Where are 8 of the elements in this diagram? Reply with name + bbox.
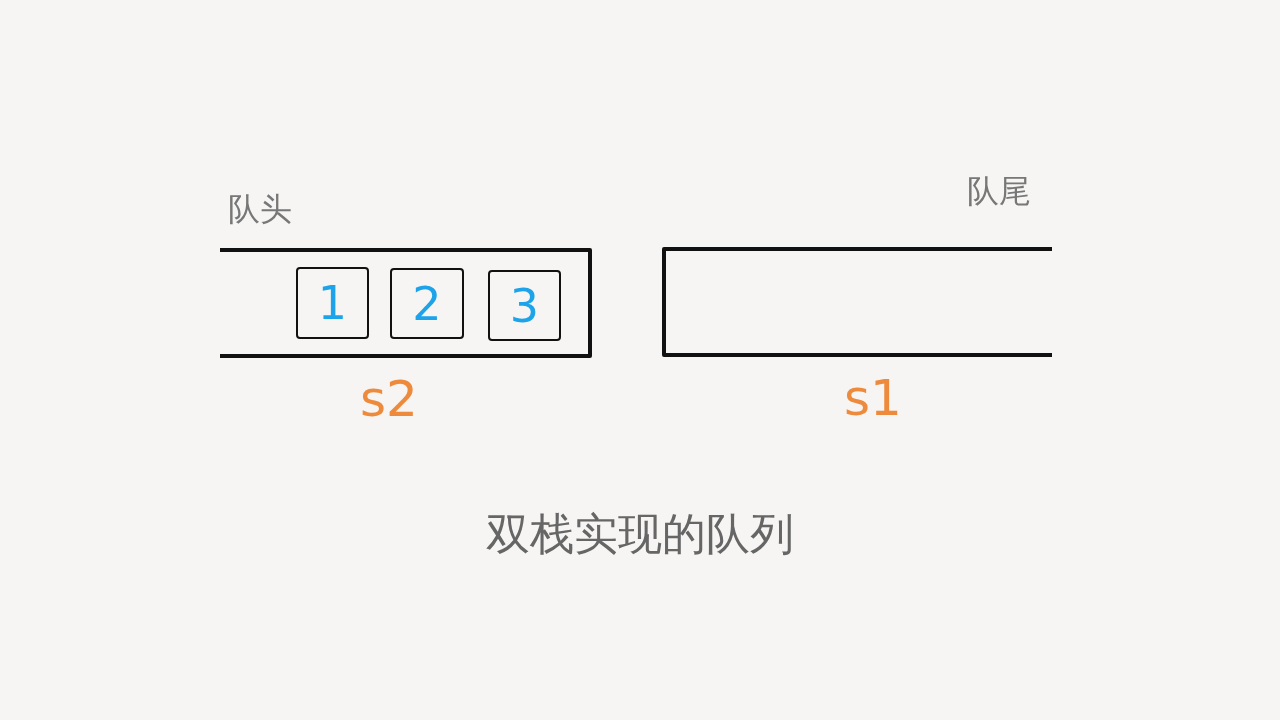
stack-item: 3	[488, 270, 561, 341]
stack-label: s1	[844, 373, 902, 423]
stack-label: s2	[360, 374, 418, 424]
stack-item: 1	[296, 267, 369, 339]
stack-item: 2	[390, 268, 464, 339]
end-label: 队头	[228, 193, 292, 225]
end-label: 队尾	[967, 175, 1031, 207]
caption: 双栈实现的队列	[486, 512, 794, 556]
